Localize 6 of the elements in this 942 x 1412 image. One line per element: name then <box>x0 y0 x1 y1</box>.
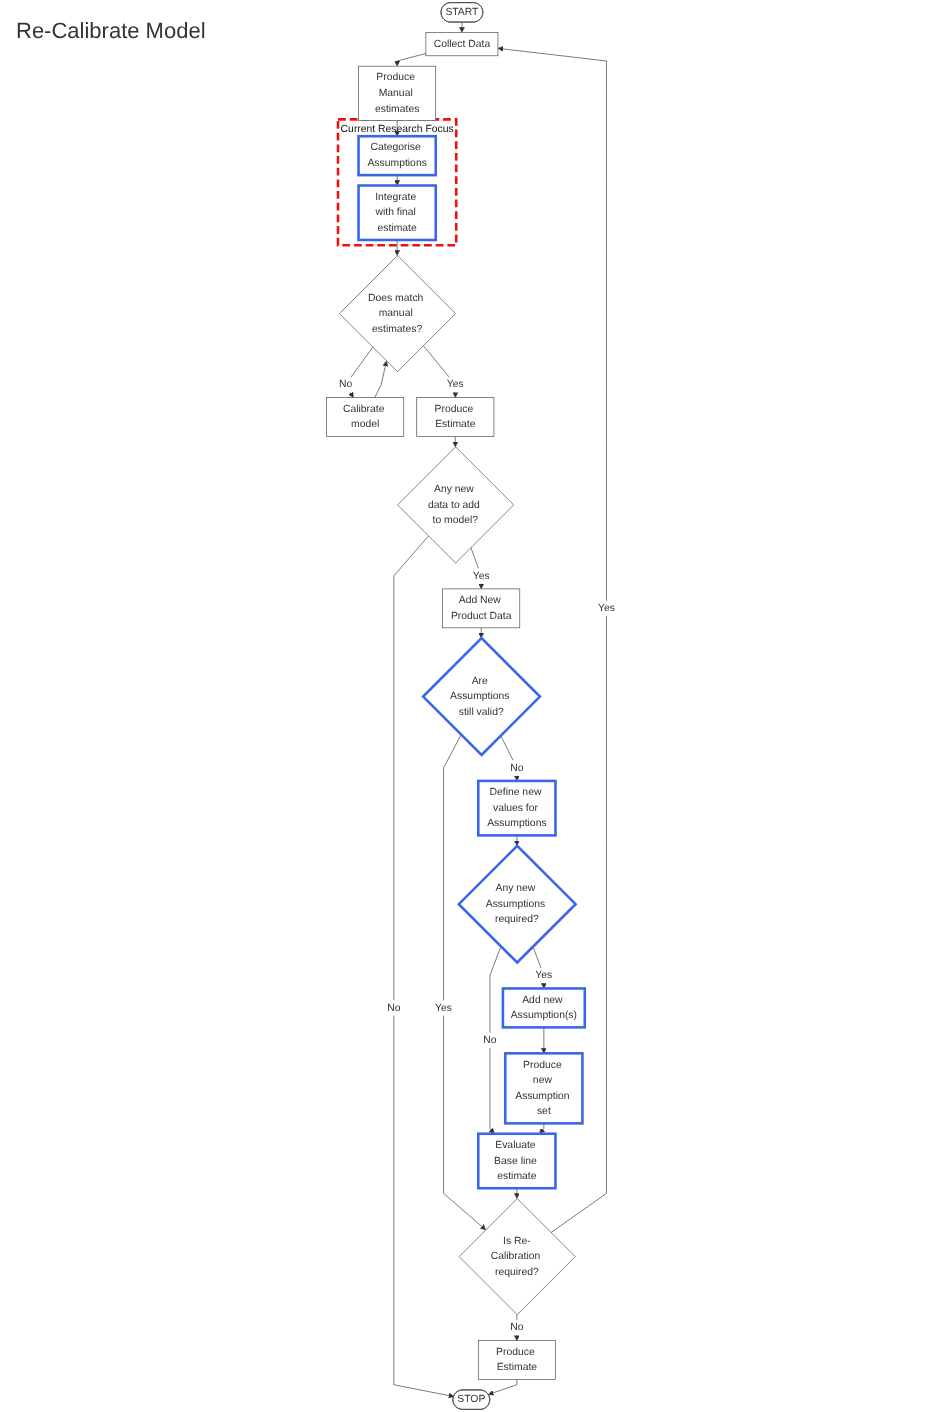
annotation-text: Re-Calibrate Model <box>16 20 206 44</box>
arrow <box>394 174 401 186</box>
arrow <box>514 835 520 846</box>
arrow <box>539 1123 546 1134</box>
arrow <box>452 436 459 448</box>
arrow <box>459 22 465 33</box>
